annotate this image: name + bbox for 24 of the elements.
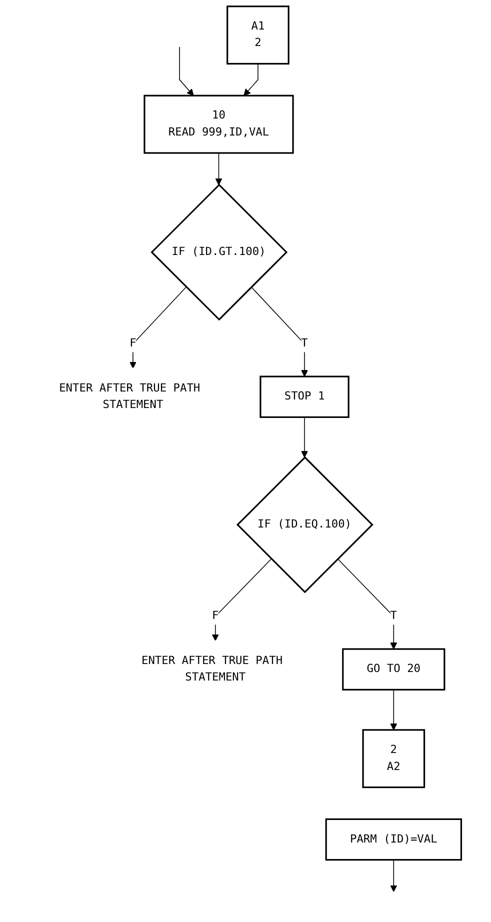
edge-label: F	[212, 610, 219, 622]
arrow	[212, 558, 272, 641]
arrow	[390, 859, 398, 892]
node-text: ENTER AFTER TRUE PATH STATEMENT	[142, 654, 283, 684]
arrow	[244, 63, 259, 96]
arrow	[179, 46, 194, 96]
edge-label: F	[130, 337, 137, 350]
arrow	[251, 286, 308, 377]
node-box	[226, 6, 290, 65]
node-box	[144, 94, 294, 154]
arrow	[301, 416, 308, 458]
node-box	[362, 729, 426, 788]
arrow	[130, 286, 187, 368]
arrow	[215, 152, 222, 186]
edge-label: T	[390, 610, 398, 622]
node-diamond	[150, 184, 288, 321]
node-diamond	[236, 456, 374, 594]
node-box	[260, 376, 350, 418]
arrow	[338, 558, 398, 650]
arrow	[390, 689, 398, 730]
node-box	[342, 648, 446, 690]
node-box	[326, 818, 462, 861]
edge-label: T	[301, 337, 308, 350]
node-text: ENTER AFTER TRUE PATH STATEMENT	[59, 382, 200, 412]
